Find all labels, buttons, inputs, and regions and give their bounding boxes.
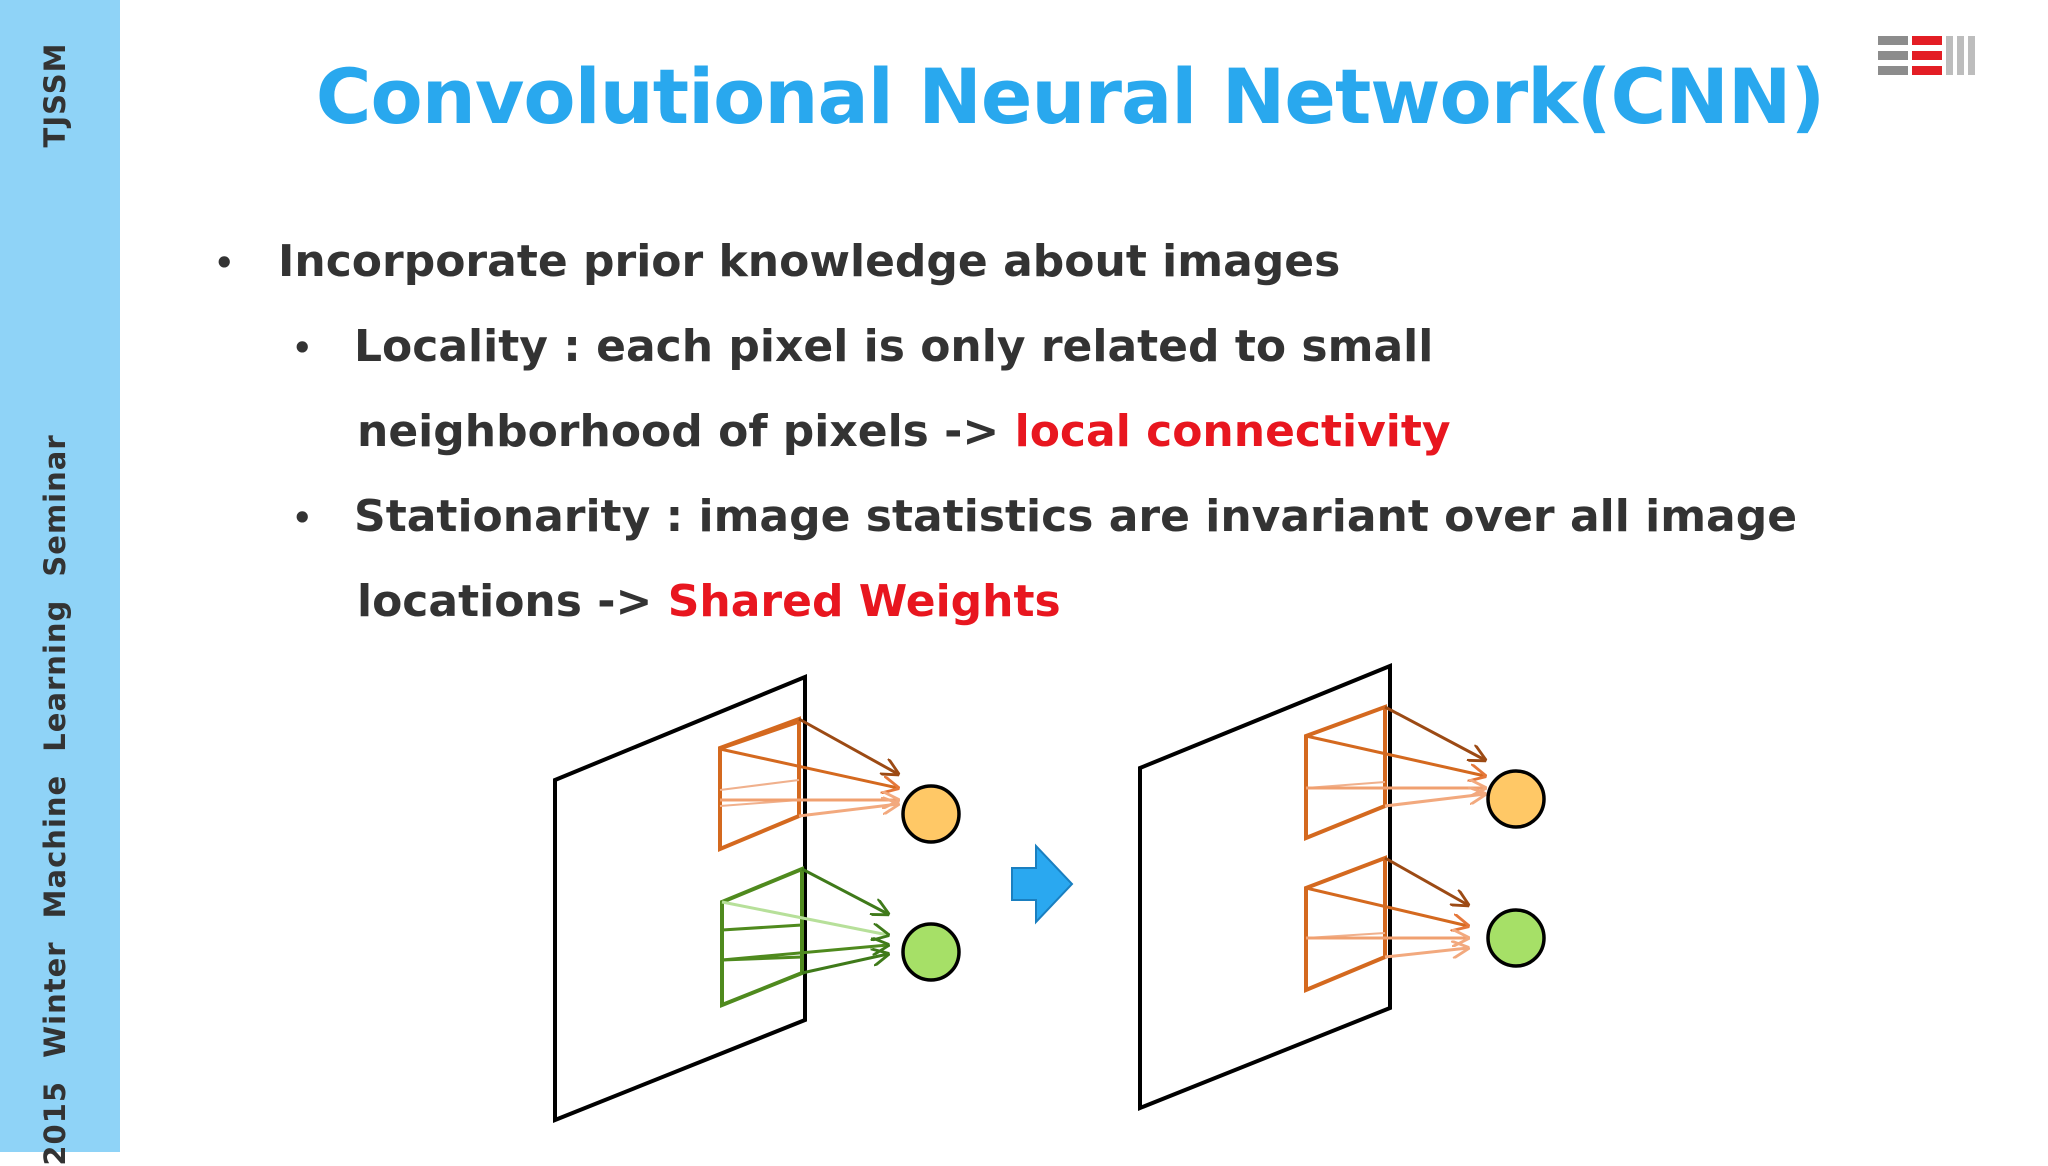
seminar-logo xyxy=(1878,36,1975,75)
sidebar-org-label: TJSSM xyxy=(38,42,72,148)
bullet-locality: Locality : each pixel is only related to… xyxy=(354,321,1434,372)
bullet-stationarity: Stationarity : image statistics are inva… xyxy=(354,491,1798,542)
neuron-top-left xyxy=(901,784,961,844)
bullet-dot: • xyxy=(214,244,235,282)
right-top-filter xyxy=(1304,704,1485,841)
right-bottom-filter xyxy=(1304,855,1468,994)
bullet-locality-cont: neighborhood of pixels -> local connecti… xyxy=(357,402,1451,462)
bullet-stationarity-cont: locations -> Shared Weights xyxy=(357,572,1061,632)
bullet-dot: • xyxy=(292,499,313,537)
right-input-plane xyxy=(1138,663,1392,1111)
neuron-top-right xyxy=(1486,769,1546,829)
local-connectivity-highlight: local connectivity xyxy=(1014,406,1451,457)
right-arrow-icon xyxy=(1011,843,1074,925)
shared-weights-highlight: Shared Weights xyxy=(667,576,1061,627)
neuron-bottom-right xyxy=(1486,908,1546,968)
cnn-diagram xyxy=(553,663,1546,1123)
left-input-plane xyxy=(553,674,807,1123)
bullet-dot: • xyxy=(292,329,313,367)
left-bottom-filter xyxy=(720,866,888,1008)
stationarity-prefix: locations -> xyxy=(357,576,668,627)
sidebar-seminar-label: 2015 Winter Machine Learning Seminar xyxy=(38,434,72,1166)
bullet-main: Incorporate prior knowledge about images xyxy=(278,236,1341,287)
neuron-bottom-left xyxy=(901,922,961,982)
sidebar: TJSSM 2015 Winter Machine Learning Semin… xyxy=(0,0,120,1166)
locality-prefix: neighborhood of pixels -> xyxy=(357,406,1015,457)
left-top-filter xyxy=(718,716,898,853)
slide-title: Convolutional Neural Network(CNN) xyxy=(315,52,1825,141)
